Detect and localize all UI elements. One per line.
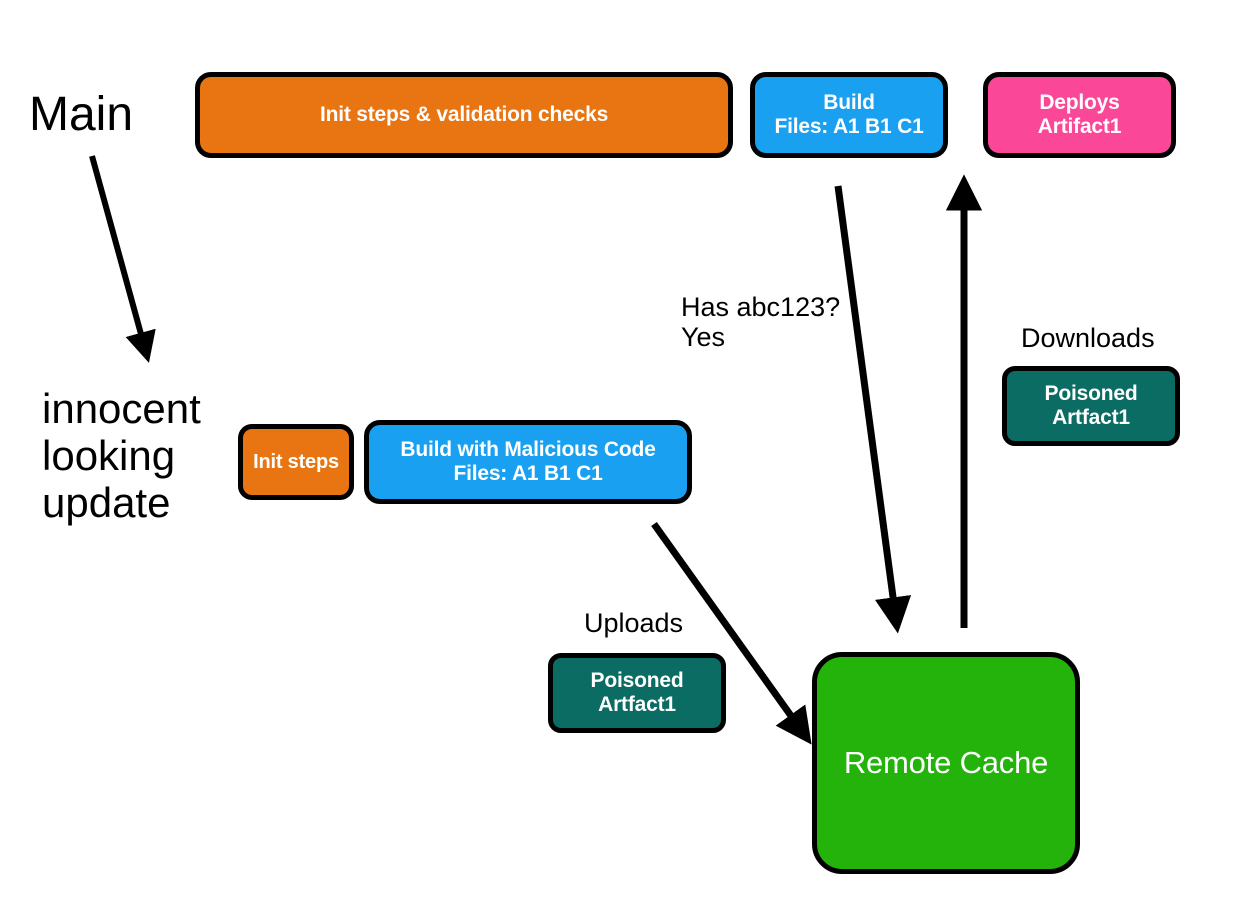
edge-label-downloads: Downloads [1021, 323, 1155, 353]
node-poisoned-artifact-download[interactable]: Poisoned Artfact1 [1002, 366, 1180, 446]
edge-label-cache-query: Has abc123? Yes [681, 292, 841, 353]
branch-label-main: Main [29, 88, 134, 141]
arrow-build-to-cache [834, 185, 912, 634]
node-deploys-artifact[interactable]: Deploys Artifact1 [983, 72, 1176, 158]
branch-label-pr: innocent looking update [42, 385, 201, 527]
node-init-steps-validation[interactable]: Init steps & validation checks [195, 72, 733, 158]
node-build-main[interactable]: Build Files: A1 B1 C1 [750, 72, 948, 158]
arrow-main-to-pr [89, 155, 156, 363]
node-build-malicious-code[interactable]: Build with Malicious Code Files: A1 B1 C… [364, 420, 692, 504]
node-poisoned-artifact-upload[interactable]: Poisoned Artfact1 [548, 653, 726, 733]
node-init-steps-pr[interactable]: Init steps [238, 424, 354, 500]
edge-label-uploads: Uploads [584, 608, 684, 638]
node-remote-cache[interactable]: Remote Cache [812, 652, 1080, 874]
